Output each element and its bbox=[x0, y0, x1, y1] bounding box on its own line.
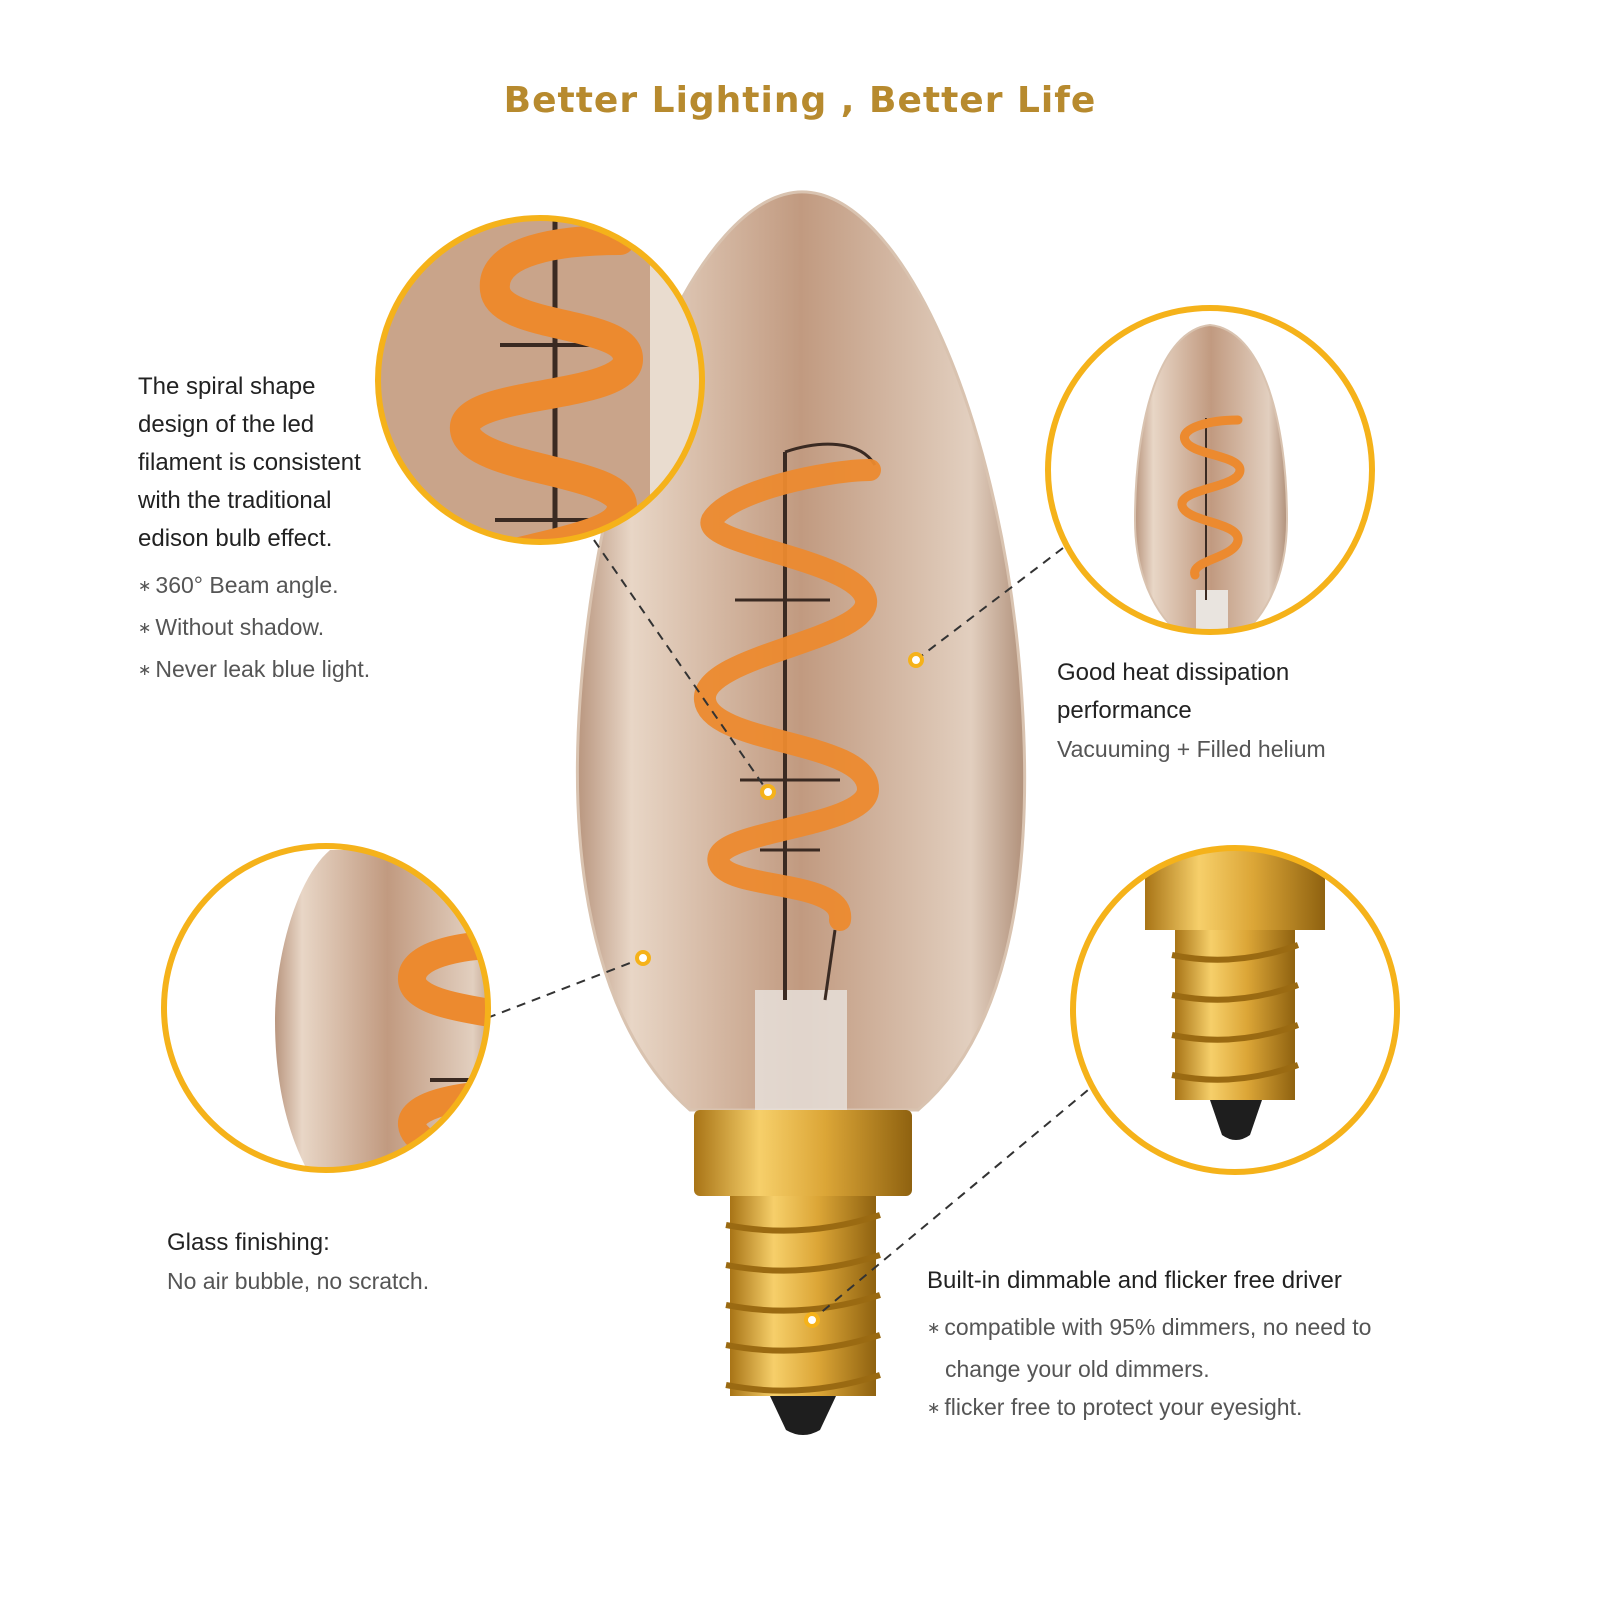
spiral-bullets: 360° Beam angle. Without shadow. Never l… bbox=[138, 566, 438, 692]
heat-detail: Vacuuming + Filled helium bbox=[1057, 736, 1326, 762]
screw-base bbox=[725, 1196, 881, 1435]
heat-heading: Good heat dissipation performance bbox=[1057, 659, 1290, 724]
zoom-small-bulb bbox=[1045, 305, 1375, 635]
zoom-base bbox=[1070, 845, 1400, 1175]
zoom-glass bbox=[161, 843, 491, 1173]
filament-hooks bbox=[735, 598, 840, 852]
glass-stem bbox=[755, 990, 847, 1110]
bullet-item: Without shadow. bbox=[138, 608, 438, 650]
bullet-item: Never leak blue light. bbox=[138, 650, 438, 692]
spiral-feature: The spiral shape design of the led filam… bbox=[138, 368, 378, 692]
bulb-collar bbox=[694, 1110, 912, 1196]
driver-heading: Built-in dimmable and flicker free drive… bbox=[927, 1267, 1342, 1294]
spiral-heading: The spiral shape design of the led filam… bbox=[138, 373, 361, 552]
lead-wire bbox=[823, 929, 837, 1001]
page-title: Better Lighting , Better Life bbox=[503, 80, 1097, 121]
glass-heading: Glass finishing: bbox=[167, 1229, 330, 1256]
bullet-item: flicker free to protect your eyesight. bbox=[927, 1388, 1447, 1430]
callout-dots bbox=[635, 652, 924, 1328]
driver-feature: Built-in dimmable and flicker free drive… bbox=[927, 1262, 1447, 1430]
top-wire bbox=[784, 442, 877, 466]
glass-detail: No air bubble, no scratch. bbox=[167, 1268, 430, 1294]
callout-lines bbox=[486, 539, 1101, 1321]
bullet-item: 360° Beam angle. bbox=[138, 566, 438, 608]
bullet-item: compatible with 95% dimmers, no need to … bbox=[927, 1308, 1447, 1388]
heat-feature: Good heat dissipation performance Vacuum… bbox=[1057, 654, 1357, 768]
driver-bullets: compatible with 95% dimmers, no need to … bbox=[927, 1308, 1447, 1430]
glass-feature: Glass finishing: No air bubble, no scrat… bbox=[167, 1224, 507, 1300]
